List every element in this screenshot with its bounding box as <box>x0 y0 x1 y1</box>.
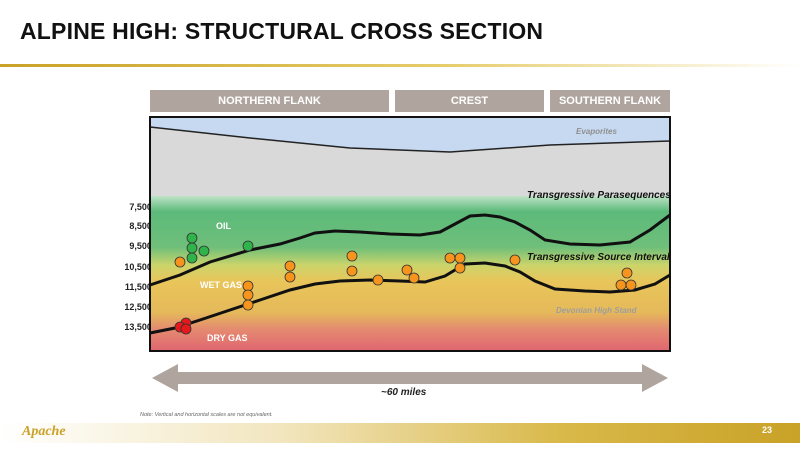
well-marker-wet-gas <box>346 250 358 262</box>
well-marker-oil <box>242 240 254 252</box>
well-marker-oil <box>198 245 210 257</box>
evaporites-layer <box>150 117 670 152</box>
depth-label-13500: 13,500' <box>124 322 154 332</box>
well-marker-wet-gas <box>625 279 637 291</box>
zone-label-dry-gas: DRY GAS <box>207 333 248 343</box>
well-marker-wet-gas <box>454 252 466 264</box>
region-crest: CREST <box>395 90 544 112</box>
well-marker-oil <box>186 252 198 264</box>
zone-label-wet-gas: WET GAS <box>200 280 242 290</box>
title-underline <box>0 64 800 67</box>
section-frame <box>149 116 671 352</box>
page-number: 23 <box>761 425 772 435</box>
well-marker-wet-gas <box>454 262 466 274</box>
layer-label-evaporites: Evaporites <box>576 127 617 136</box>
scale-note: Note: Vertical and horizontal scales are… <box>140 412 273 418</box>
transgressive-parasequences-horizon <box>149 213 671 287</box>
well-marker-oil <box>186 232 198 244</box>
well-marker-wet-gas <box>615 279 627 291</box>
region-southern-flank: SOUTHERN FLANK <box>550 90 670 112</box>
depth-label-11500: 11,500' <box>124 282 154 292</box>
region-northern-flank: NORTHERN FLANK <box>150 90 389 112</box>
page-title: ALPINE HIGH: STRUCTURAL CROSS SECTION <box>20 18 544 44</box>
well-marker-wet-gas <box>346 265 358 277</box>
well-marker-wet-gas <box>174 256 186 268</box>
well-marker-wet-gas <box>284 260 296 272</box>
zone-label-oil: OIL <box>216 221 231 231</box>
well-marker-wet-gas <box>242 280 254 292</box>
well-marker-wet-gas <box>242 289 254 301</box>
depth-label-7500: 7,500' <box>129 202 154 212</box>
scale-label: ~60 miles <box>381 387 427 398</box>
scale-arrow <box>152 364 668 392</box>
well-marker-wet-gas <box>242 299 254 311</box>
layer-label-transgressive-parasequences: Transgressive Parasequences <box>527 190 671 201</box>
apache-logo: Apache <box>22 424 66 439</box>
depth-label-10500: 10,500' <box>124 262 154 272</box>
well-marker-wet-gas <box>284 271 296 283</box>
well-marker-wet-gas <box>621 267 633 279</box>
well-marker-dry-gas <box>180 323 192 335</box>
well-marker-wet-gas <box>372 274 384 286</box>
layer-label-devonian-high-stand: Devonian High Stand <box>556 306 637 315</box>
depth-label-9500: 9,500' <box>129 241 154 251</box>
well-marker-wet-gas <box>509 254 521 266</box>
depth-label-12500: 12,500' <box>124 302 154 312</box>
evaporites-base-line <box>149 126 671 153</box>
well-marker-oil <box>186 242 198 254</box>
depth-label-8500: 8,500' <box>129 221 154 231</box>
well-marker-wet-gas <box>408 272 420 284</box>
well-marker-wet-gas <box>444 252 456 264</box>
footer-bar <box>0 423 800 443</box>
well-markers <box>174 232 637 335</box>
layer-label-transgressive-source-interval: Transgressive Source Interval <box>527 252 670 263</box>
well-marker-wet-gas <box>401 264 413 276</box>
